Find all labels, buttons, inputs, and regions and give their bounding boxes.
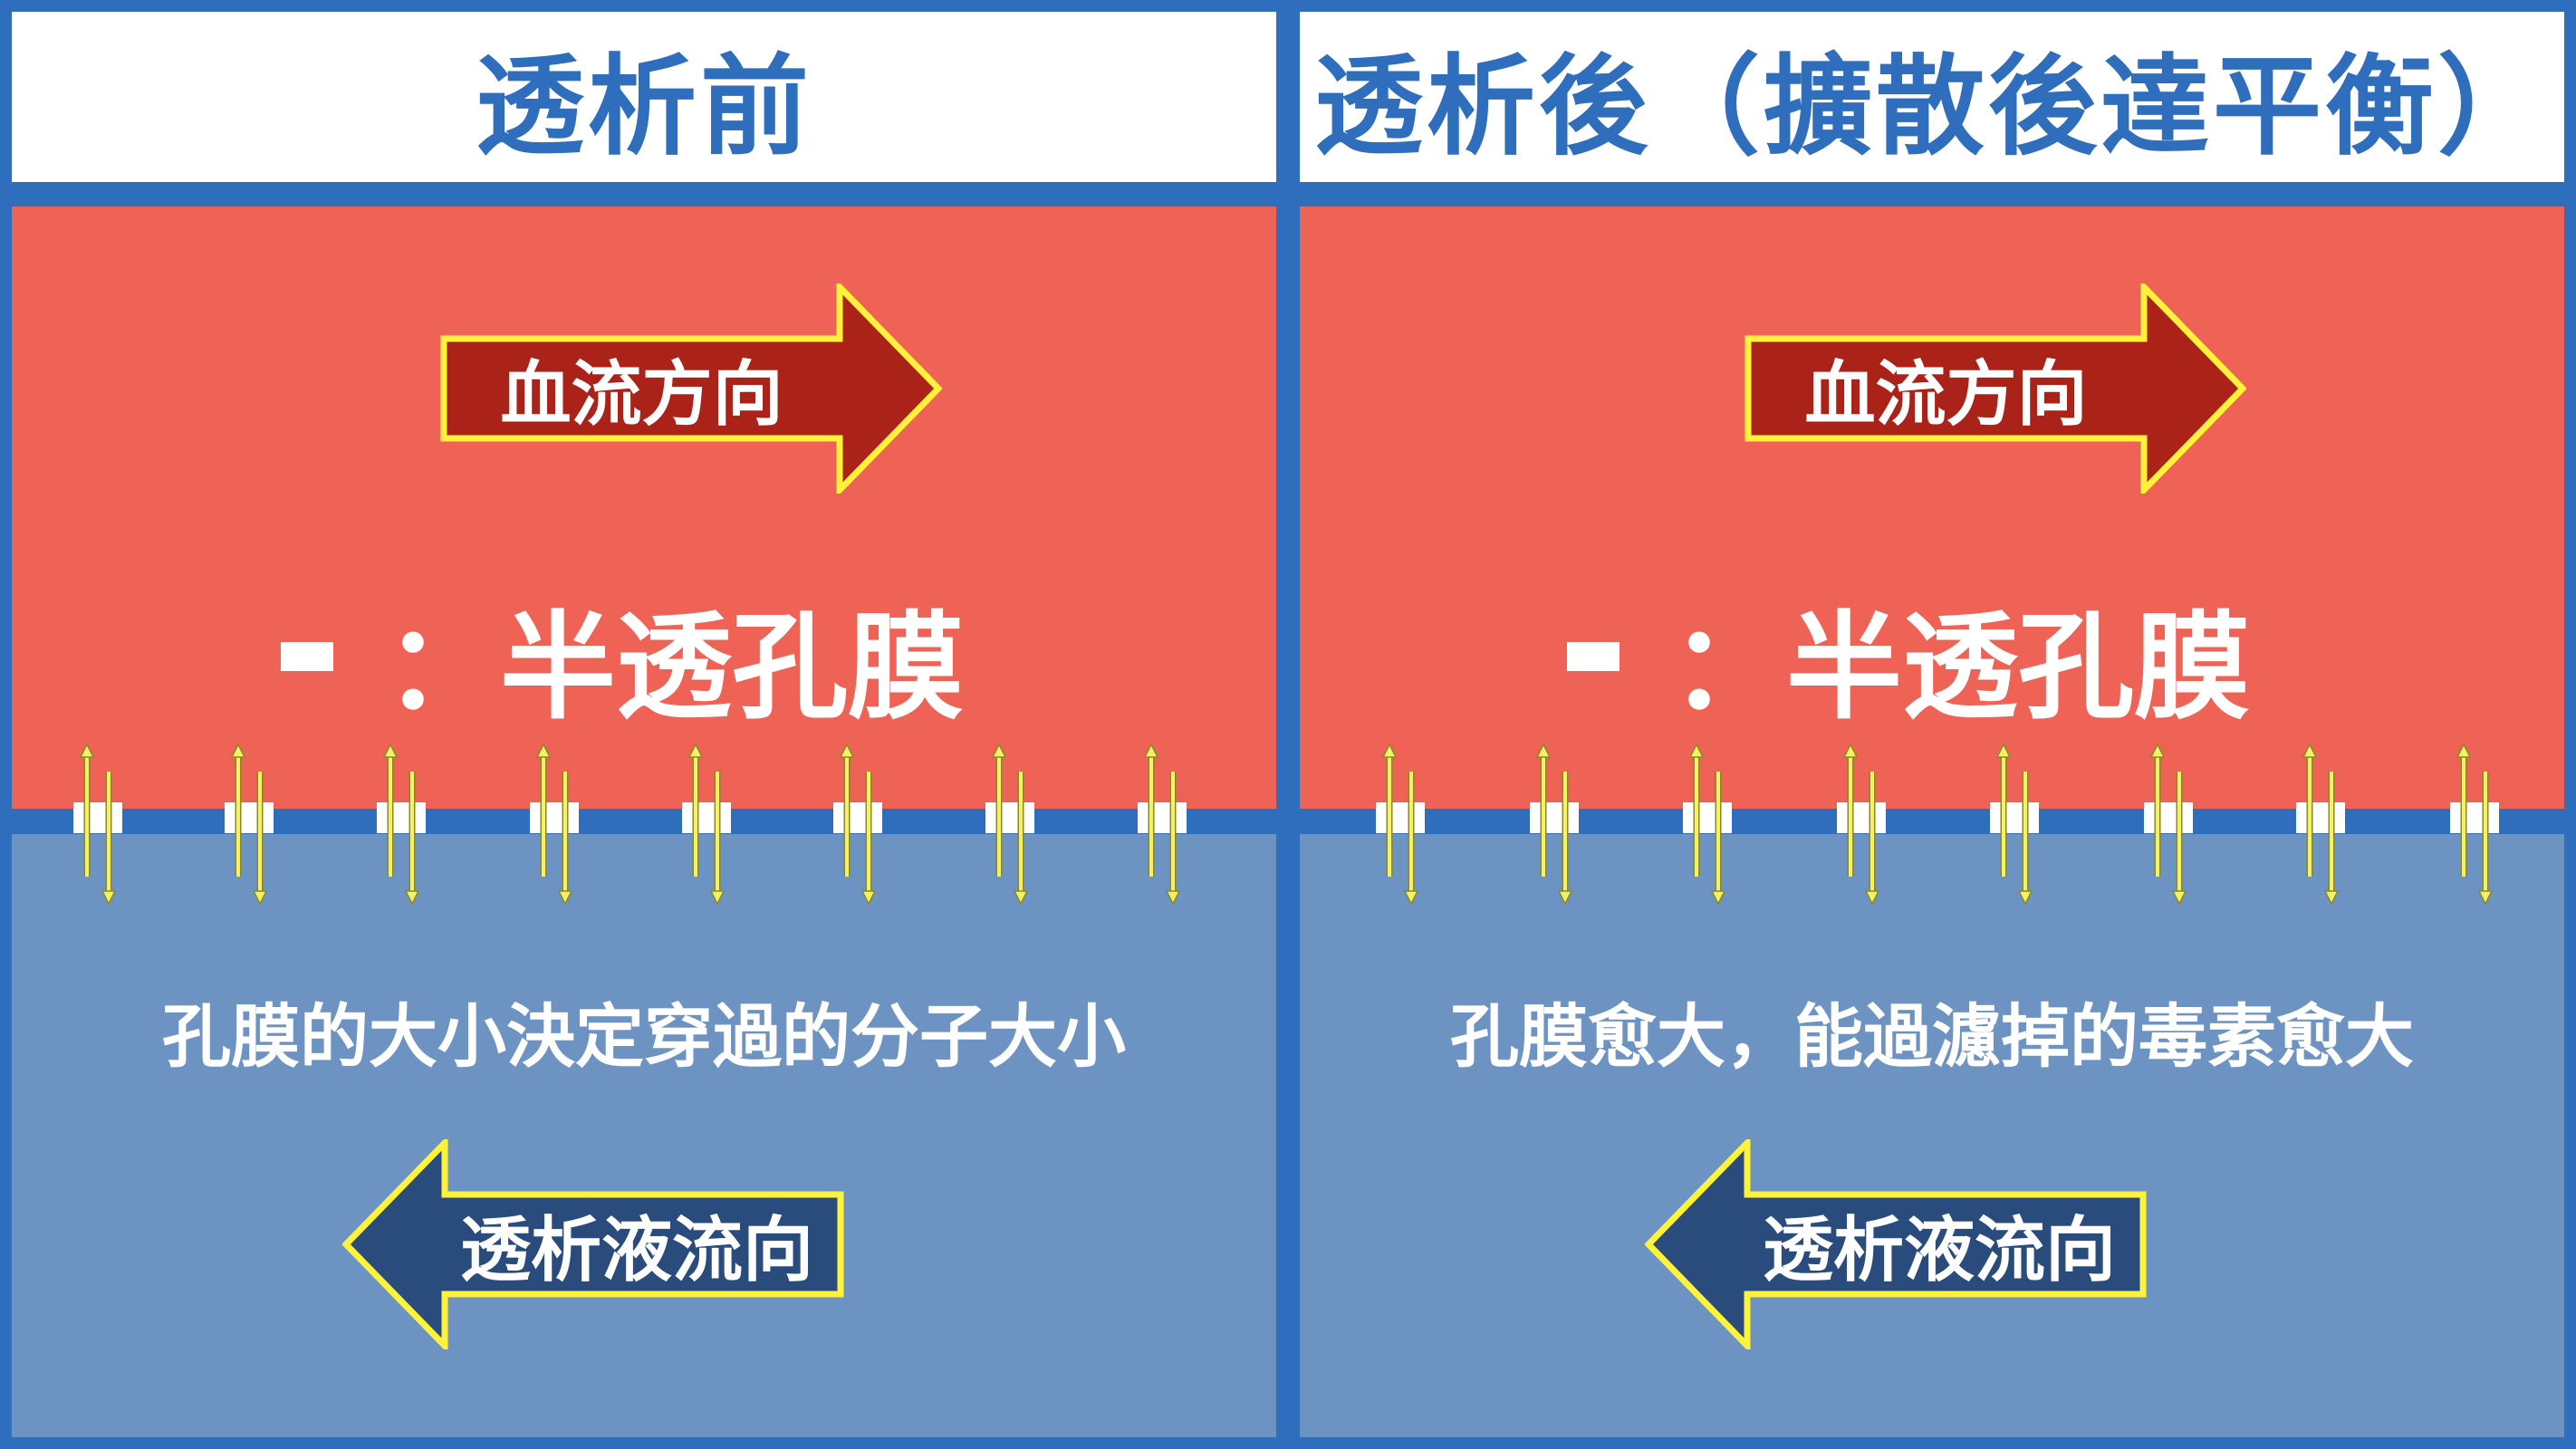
- membrane-pore: [1990, 743, 2039, 906]
- up-arrow-icon: [1688, 743, 1705, 877]
- blood-compartment: [1300, 206, 2564, 809]
- dialysate-compartment: [1300, 834, 2564, 1437]
- left-arrow-icon: [1645, 1139, 2147, 1349]
- right-arrow-icon: [1745, 283, 2246, 494]
- down-arrow-icon: [1710, 772, 1726, 906]
- up-arrow-icon: [2456, 743, 2472, 877]
- blood-compartment: [12, 206, 1276, 809]
- up-arrow-icon: [1535, 743, 1552, 877]
- membrane-pore-swatch: [281, 642, 333, 671]
- up-arrow-icon: [1381, 743, 1398, 877]
- panel-title: 透析後（擴散後達平衡）: [1300, 12, 2564, 182]
- panel-after-dialysis: 透析後（擴散後達平衡） 血流方向 ：半透孔膜 孔膜愈大，能過濾掉的毒素愈大 透析…: [1288, 0, 2576, 1449]
- dialysate-compartment: [12, 834, 1276, 1437]
- up-arrow-icon: [2149, 743, 2166, 877]
- membrane-pore: [682, 743, 731, 906]
- up-arrow-icon: [1143, 743, 1159, 877]
- down-arrow-icon: [860, 772, 877, 906]
- up-arrow-icon: [1995, 743, 2012, 877]
- blood-flow-arrow: 血流方向: [440, 283, 942, 494]
- down-arrow-icon: [2017, 772, 2033, 906]
- membrane-pore: [73, 743, 122, 906]
- membrane-pores: [73, 743, 1187, 906]
- blood-flow-label: 血流方向: [500, 354, 783, 436]
- down-arrow-icon: [1165, 772, 1181, 906]
- membrane-pore: [530, 743, 579, 906]
- blood-flow-arrow: 血流方向: [1745, 283, 2246, 494]
- membrane-pore: [1138, 743, 1187, 906]
- up-arrow-icon: [382, 743, 399, 877]
- down-arrow-icon: [709, 772, 726, 906]
- up-arrow-icon: [991, 743, 1007, 877]
- membrane-legend: ：半透孔膜: [1567, 593, 2250, 735]
- membrane-pore: [225, 743, 274, 906]
- up-arrow-icon: [535, 743, 552, 877]
- membrane-legend-text: ：半透孔膜: [1670, 600, 2251, 735]
- up-arrow-icon: [687, 743, 704, 877]
- membrane-pore-swatch: [1567, 642, 1620, 671]
- pore-size-note: 孔膜愈大，能過濾掉的毒素愈大: [1450, 996, 2414, 1077]
- down-arrow-icon: [1864, 772, 1880, 906]
- pore-size-note: 孔膜的大小決定穿過的分子大小: [162, 996, 1126, 1077]
- right-arrow-icon: [440, 283, 942, 494]
- dialysate-flow-label: 透析液流向: [1762, 1210, 2116, 1291]
- membrane-pore: [2296, 743, 2345, 906]
- dialysate-flow-arrow: 透析液流向: [342, 1139, 844, 1349]
- up-arrow-icon: [2302, 743, 2318, 877]
- membrane-pore: [1837, 743, 1886, 906]
- up-arrow-icon: [839, 743, 855, 877]
- down-arrow-icon: [557, 772, 573, 906]
- down-arrow-icon: [252, 772, 268, 906]
- membrane-pore: [1376, 743, 1425, 906]
- dialysate-flow-arrow: 透析液流向: [1645, 1139, 2147, 1349]
- membrane-pore: [833, 743, 882, 906]
- down-arrow-icon: [101, 772, 117, 906]
- up-arrow-icon: [230, 743, 246, 877]
- dialysate-flow-label: 透析液流向: [459, 1210, 813, 1291]
- down-arrow-icon: [2323, 772, 2340, 906]
- up-arrow-icon: [79, 743, 95, 877]
- down-arrow-icon: [1557, 772, 1573, 906]
- down-arrow-icon: [1403, 772, 1419, 906]
- down-arrow-icon: [404, 772, 420, 906]
- membrane-pore: [1530, 743, 1579, 906]
- down-arrow-icon: [2171, 772, 2187, 906]
- membrane-legend-text: ：半透孔膜: [384, 600, 965, 735]
- membrane-pore: [1683, 743, 1732, 906]
- up-arrow-icon: [1842, 743, 1859, 877]
- blood-flow-label: 血流方向: [1804, 354, 2088, 436]
- panel-title: 透析前: [12, 12, 1276, 182]
- membrane-pore: [985, 743, 1034, 906]
- panel-before-dialysis: 透析前 血流方向 ：半透孔膜 孔膜的大小決定穿過的分子大小 透析液流向: [12, 12, 1276, 1437]
- membrane-pores: [1376, 743, 2499, 906]
- down-arrow-icon: [2477, 772, 2494, 906]
- down-arrow-icon: [1013, 772, 1029, 906]
- membrane-pore: [377, 743, 426, 906]
- membrane-pore: [2144, 743, 2193, 906]
- membrane-legend: ：半透孔膜: [281, 593, 964, 735]
- membrane-pore: [2450, 743, 2499, 906]
- left-arrow-icon: [342, 1139, 844, 1349]
